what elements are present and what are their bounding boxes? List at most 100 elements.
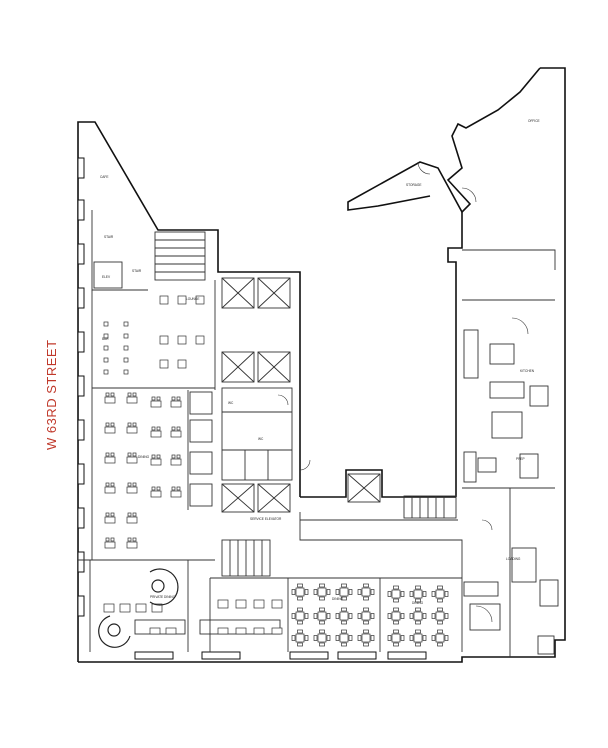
chair — [171, 454, 176, 459]
chair — [165, 627, 177, 635]
chair — [363, 642, 369, 647]
chair — [326, 613, 331, 619]
elevator-x — [221, 483, 255, 513]
chair — [437, 620, 443, 625]
equipment — [463, 451, 477, 483]
window — [77, 463, 85, 485]
window — [77, 595, 85, 617]
dining-table — [391, 589, 401, 599]
equipment — [489, 381, 525, 399]
chair — [319, 607, 325, 612]
stool — [103, 345, 109, 351]
chair — [444, 635, 449, 641]
chair — [176, 486, 181, 491]
dining-table — [104, 486, 116, 494]
courtyard-south-wall — [300, 469, 456, 498]
round-table — [151, 579, 165, 593]
room-tag: CAFE — [100, 175, 109, 179]
chair — [313, 613, 318, 619]
chair — [291, 635, 296, 641]
chair — [409, 635, 414, 641]
south-facade-wall — [78, 67, 566, 663]
interior-partitions — [78, 210, 559, 657]
chair — [363, 629, 369, 634]
chair — [319, 583, 325, 588]
chair — [422, 635, 427, 641]
chair — [363, 583, 369, 588]
dining-table — [150, 400, 162, 408]
chair — [415, 585, 421, 590]
dining-table — [103, 603, 115, 613]
dining-table — [170, 490, 182, 498]
chair — [415, 620, 421, 625]
elevator-x — [257, 483, 291, 513]
lounge-chair — [195, 295, 205, 305]
stool — [123, 369, 129, 375]
stool — [103, 357, 109, 363]
chair — [341, 583, 347, 588]
dining-table — [391, 611, 401, 621]
chair — [110, 537, 115, 542]
chair — [171, 426, 176, 431]
dining-table — [271, 599, 283, 609]
dining-table — [104, 541, 116, 549]
chair — [127, 482, 132, 487]
chair — [387, 591, 392, 597]
dining-table — [317, 633, 327, 643]
chair — [149, 627, 161, 635]
dining-table — [361, 633, 371, 643]
chair — [132, 482, 137, 487]
chair — [151, 486, 156, 491]
elevator-shaft — [221, 483, 255, 513]
chair — [387, 635, 392, 641]
dining-table — [413, 633, 423, 643]
chair — [127, 537, 132, 542]
dining-table — [170, 458, 182, 466]
chair — [171, 486, 176, 491]
chair — [110, 392, 115, 397]
chair — [400, 591, 405, 597]
equipment — [469, 603, 501, 631]
chair — [156, 486, 161, 491]
door-swing — [277, 394, 289, 406]
elevator-x — [221, 277, 255, 309]
chair — [370, 613, 375, 619]
door-swing — [481, 519, 493, 531]
chair — [271, 627, 283, 635]
room-tag: BAR — [102, 337, 109, 341]
window — [337, 651, 377, 660]
chair — [151, 396, 156, 401]
dining-table — [235, 599, 247, 609]
chair — [132, 452, 137, 457]
stool — [103, 321, 109, 327]
room-tag: OFFICE — [528, 119, 540, 123]
chair — [437, 629, 443, 634]
chair — [304, 613, 309, 619]
room-tag: ELEV — [102, 275, 111, 279]
lounge-chair — [195, 335, 205, 345]
chair — [431, 635, 436, 641]
chair — [348, 589, 353, 595]
elevator-shaft — [347, 473, 381, 503]
dining-table — [413, 611, 423, 621]
chair — [297, 620, 303, 625]
dining-table — [126, 486, 138, 494]
chair — [176, 426, 181, 431]
chair — [297, 607, 303, 612]
chair — [393, 585, 399, 590]
chair — [348, 613, 353, 619]
chair — [110, 512, 115, 517]
round-table — [107, 623, 121, 637]
chair — [363, 620, 369, 625]
chair — [132, 537, 137, 542]
door-swing — [461, 187, 477, 203]
room-tag: WC — [228, 401, 234, 405]
equipment — [463, 581, 499, 597]
stool — [123, 345, 129, 351]
room-tag: WC — [258, 437, 264, 441]
dining-table — [217, 599, 229, 609]
chair — [326, 589, 331, 595]
chair — [319, 629, 325, 634]
chair — [437, 607, 443, 612]
